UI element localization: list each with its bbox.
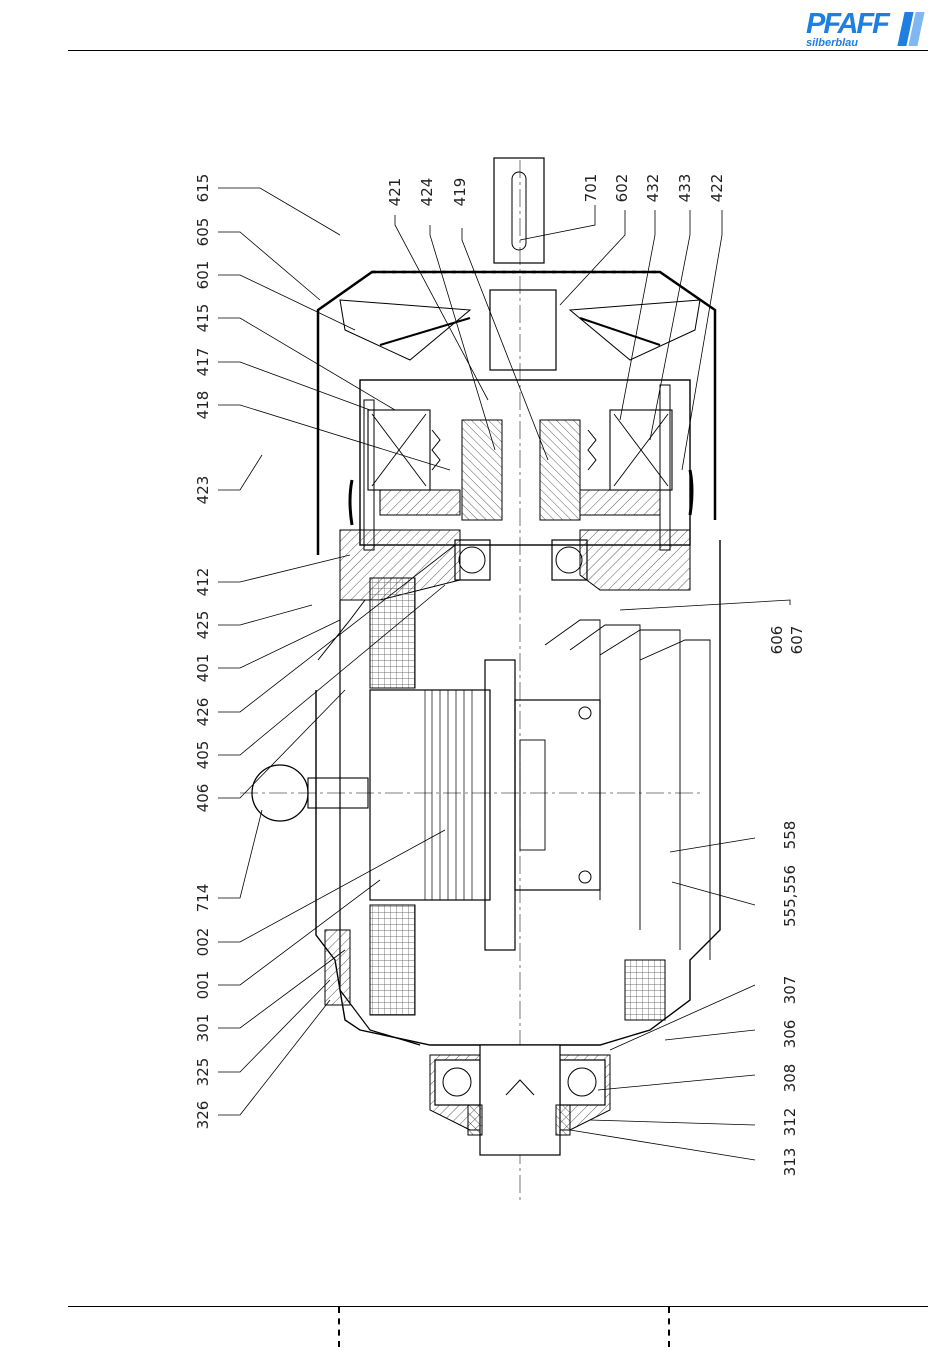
callout-label: 412 [194, 568, 212, 597]
callout-label: 606 [768, 626, 786, 655]
callout-label: 607 [788, 626, 806, 655]
callout-label: 701 [582, 174, 600, 203]
callout-label: 558 [781, 821, 799, 850]
callout-label: 313 [781, 1148, 799, 1177]
brake-disc-left [462, 420, 502, 520]
fan-hatch-right [580, 318, 660, 345]
callout-label: 424 [418, 178, 436, 207]
callout-label: 001 [194, 971, 212, 1000]
armature-left [380, 490, 460, 515]
seal-right [556, 1105, 570, 1135]
callout-label: 615 [194, 174, 212, 203]
callout-label: 415 [194, 304, 212, 333]
callout-label: 325 [194, 1058, 212, 1087]
callout-label: 423 [194, 476, 212, 505]
fin-4 [640, 640, 710, 960]
terminal-plate [520, 740, 545, 850]
footer-divider-2 [668, 1307, 670, 1347]
callout-label: 555,556 [781, 865, 799, 927]
callout-label: 422 [708, 174, 726, 203]
fin-2 [570, 625, 640, 930]
core-laminations [425, 690, 472, 900]
brake-spring-right [588, 430, 596, 470]
foot-flange [325, 930, 350, 1005]
fan-hub [490, 290, 556, 370]
callout-label: 418 [194, 391, 212, 420]
bearing-lower-left [435, 1060, 480, 1105]
callout-label: 301 [194, 1014, 212, 1043]
winding-upper [370, 578, 415, 688]
callout-label: 417 [194, 348, 212, 377]
seal-left [468, 1105, 482, 1135]
ball-upper-right [556, 547, 582, 573]
callout-label: 432 [644, 174, 662, 203]
brake-housing [360, 380, 690, 545]
callout-label: 307 [781, 976, 799, 1005]
winding-lower-right [625, 960, 665, 1020]
callout-label: 601 [194, 261, 212, 290]
callout-label: 401 [194, 654, 212, 683]
key-slot [512, 172, 526, 250]
callout-label: 714 [194, 884, 212, 913]
bearing-shield-right [580, 530, 690, 590]
callout-label: 419 [451, 178, 469, 207]
callouts-left-group: 615 605 601 415 417 418 423 412 425 401 426 405 406 7… [194, 174, 212, 1130]
brake-disc-right [540, 420, 580, 520]
callout-label: 326 [194, 1101, 212, 1130]
seal-band-left [350, 480, 352, 525]
callouts-top-group: 421 424 419 701 602 432 433 422 [386, 174, 726, 207]
callout-label: 312 [781, 1108, 799, 1137]
callout-label: 425 [194, 611, 212, 640]
housing-flange-top [318, 600, 365, 660]
screw-lower [579, 871, 591, 883]
callout-label: 405 [194, 741, 212, 770]
callout-label: 308 [781, 1064, 799, 1093]
callout-label: 605 [194, 218, 212, 247]
callout-label: 602 [613, 174, 631, 203]
fin-1 [545, 620, 600, 900]
winding-lower [370, 905, 415, 1015]
callout-label: 406 [194, 784, 212, 813]
callout-label: 421 [386, 178, 404, 207]
callout-label: 433 [676, 174, 694, 203]
coil-x-left [372, 414, 426, 486]
drive-shaft [480, 1045, 560, 1155]
footer-rule [68, 1306, 928, 1347]
brake-screw-left [364, 400, 374, 550]
fan-blade-right [570, 300, 700, 360]
callout-label: 426 [194, 698, 212, 727]
footer-divider-1 [338, 1307, 340, 1347]
bearing-lower-right [560, 1060, 605, 1105]
brake-spring-left [432, 430, 440, 470]
shaft-end-top [494, 158, 544, 263]
callout-label: 002 [194, 928, 212, 957]
terminal-box [515, 700, 600, 890]
callout-label: 306 [781, 1020, 799, 1049]
armature-right [580, 490, 660, 515]
ball-upper-left [459, 547, 485, 573]
screw-upper [579, 707, 591, 719]
